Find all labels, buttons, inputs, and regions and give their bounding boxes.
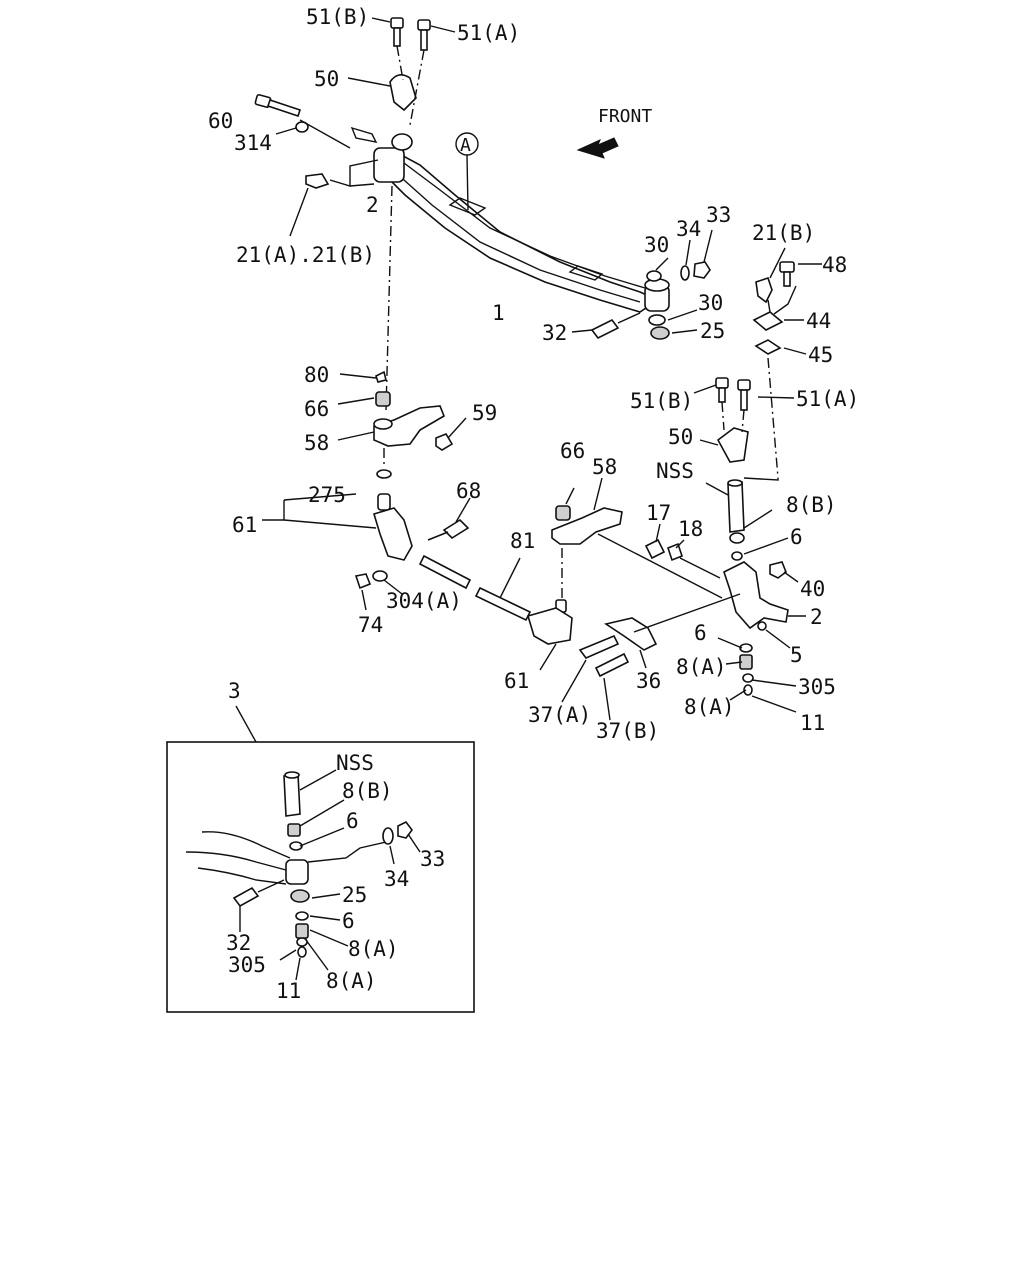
left-lower-arm-assembly [262,493,471,611]
axle-left-boss [350,126,413,183]
label-80: 80 [304,363,329,387]
inset-label-11: 11 [276,979,301,1003]
label-81: 81 [510,529,535,553]
tie-rod-81 [418,554,532,622]
label-51b-top: 51(B) [306,5,369,29]
label-18: 18 [678,517,703,541]
label-nss-mid: NSS [656,459,694,483]
inset-label-6a: 6 [346,809,359,833]
label-37a: 37(A) [528,703,591,727]
label-8a-2: 8(A) [684,695,735,719]
label-36: 36 [636,669,661,693]
grease-nipple-21 [289,159,379,237]
label-50-mid: 50 [668,425,693,449]
label-6-mid: 6 [790,525,803,549]
inset-variant-3: NSS 8(B) 6 33 34 25 32 6 8(A) 305 11 8(A… [166,705,475,1013]
label-3: 3 [228,679,241,703]
label-5: 5 [790,643,803,667]
label-21ab: 21(A).21(B) [236,243,375,267]
reference-a-marker: A [455,132,479,211]
right-hardware [571,229,713,340]
label-66-left: 66 [304,397,329,421]
label-2-top: 2 [366,193,379,217]
label-8b-mid: 8(B) [786,493,837,517]
right-steering-knuckle [717,509,806,713]
label-6-low: 6 [694,621,707,645]
label-25-top: 25 [700,319,725,343]
label-275: 275 [308,483,346,507]
front-indicator: FRONT [576,106,652,159]
right-top-fittings [752,247,822,355]
label-58-left: 58 [304,431,329,455]
label-30-a: 30 [644,233,669,257]
label-34-top: 34 [676,217,701,241]
inset-label-32: 32 [226,931,251,955]
label-314: 314 [234,131,272,155]
label-60: 60 [208,109,233,133]
label-32-top: 32 [542,321,567,345]
label-51a-mid: 51(A) [796,387,859,411]
stopper-17-nut-18 [644,523,721,579]
label-21b: 21(B) [752,221,815,245]
label-305-mid: 305 [798,675,836,699]
inset-label-8a2: 8(A) [326,969,377,993]
label-58-right: 58 [592,455,617,479]
label-37b: 37(B) [596,719,659,743]
label-1: 1 [492,301,505,325]
inset-label-34: 34 [384,867,409,891]
steering-arm-36 [561,593,741,721]
label-11-mid: 11 [800,711,825,735]
label-44: 44 [806,309,831,333]
front-label: FRONT [598,106,652,127]
label-48: 48 [822,253,847,277]
label-61-left: 61 [232,513,257,537]
front-arrow-icon [576,137,619,159]
axle-right-boss [644,278,670,312]
label-66-right: 66 [560,439,585,463]
label-45: 45 [808,343,833,367]
inset-label-6b: 6 [342,909,355,933]
label-304a: 304(A) [386,589,462,613]
label-8a-1: 8(A) [676,655,727,679]
inset-label-nss: NSS [336,751,374,775]
inset-label-8a1: 8(A) [348,937,399,961]
label-51a-top: 51(A) [457,21,520,45]
label-68: 68 [456,479,481,503]
right-tie-rod-end [527,477,723,671]
inset-label-305: 305 [228,953,266,977]
label-2-mid: 2 [810,605,823,629]
inset-label-8b: 8(B) [342,779,393,803]
label-33-top: 33 [706,203,731,227]
label-17: 17 [646,501,671,525]
inset-label-25: 25 [342,883,367,907]
label-50-top: 50 [314,67,339,91]
label-30-b: 30 [698,291,723,315]
bolt-60-washer-314 [254,94,351,149]
axle-beam [378,148,660,313]
inset-frame [166,741,475,1013]
label-51b-mid: 51(B) [630,389,693,413]
right-mid-bolts [693,377,795,533]
label-74: 74 [358,613,383,637]
upper-bolts-left [347,17,456,112]
label-40: 40 [800,577,825,601]
reference-a-text: A [460,135,471,156]
label-59: 59 [472,401,497,425]
inset-label-33: 33 [420,847,445,871]
callout-labels: 51(B) 51(A) 50 60 314 2 21(A).21(B) 1 30… [208,5,859,743]
left-pitman-arm-assembly [337,370,467,479]
label-61-right: 61 [504,669,529,693]
